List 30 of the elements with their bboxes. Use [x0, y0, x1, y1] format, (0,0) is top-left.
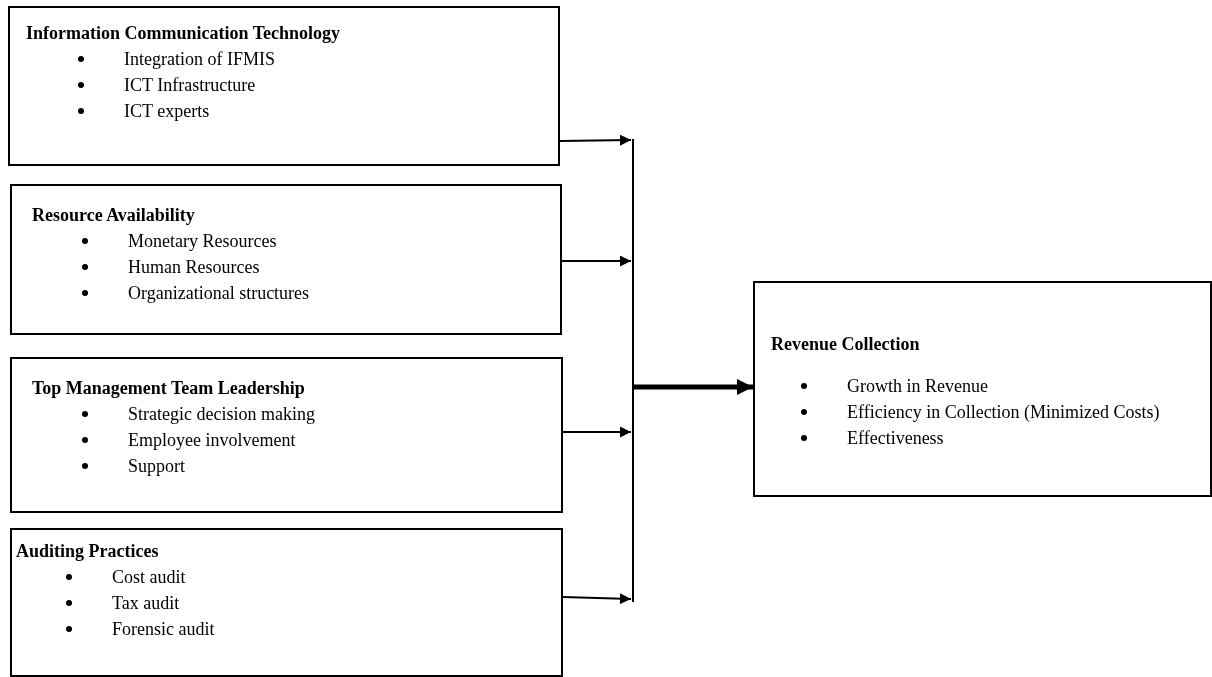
- bullet-item: Employee involvement: [127, 429, 296, 452]
- box-heading: Information Communication Technology: [26, 22, 342, 45]
- bullet-item: Forensic audit: [111, 618, 215, 641]
- arrow: [634, 379, 753, 395]
- arrow: [562, 593, 632, 605]
- bullet-item: Human Resources: [127, 256, 260, 279]
- factor-box: [753, 281, 1212, 497]
- bullet-item: Monetary Resources: [127, 230, 277, 253]
- arrow: [561, 255, 632, 267]
- bullet-item: Organizational structures: [127, 282, 310, 305]
- bullet-item: ICT experts: [123, 100, 210, 123]
- bullet-item: Integration of IFMIS: [123, 48, 275, 71]
- bullet-item: Support: [127, 455, 185, 478]
- bullet-item: Tax audit: [111, 592, 180, 615]
- box-heading: Top Management Team Leadership: [32, 377, 306, 400]
- box-heading: Resource Availability: [32, 204, 196, 227]
- bullet-item: Strategic decision making: [127, 403, 315, 426]
- bullet-item: ICT Infrastructure: [123, 74, 256, 97]
- box-heading: Revenue Collection: [771, 333, 921, 356]
- bullet-item: Effectiveness: [846, 427, 945, 450]
- bullet-item: Cost audit: [111, 566, 186, 589]
- arrow: [562, 426, 632, 438]
- factor-box: [10, 184, 562, 335]
- bullet-item: Growth in Revenue: [846, 375, 989, 398]
- factor-box: [10, 528, 563, 677]
- box-heading: Auditing Practices: [16, 540, 160, 563]
- arrow: [559, 134, 632, 146]
- factor-box: [8, 6, 560, 166]
- factor-box: [10, 357, 563, 513]
- bullet-item: Efficiency in Collection (Minimized Costs): [846, 401, 1161, 424]
